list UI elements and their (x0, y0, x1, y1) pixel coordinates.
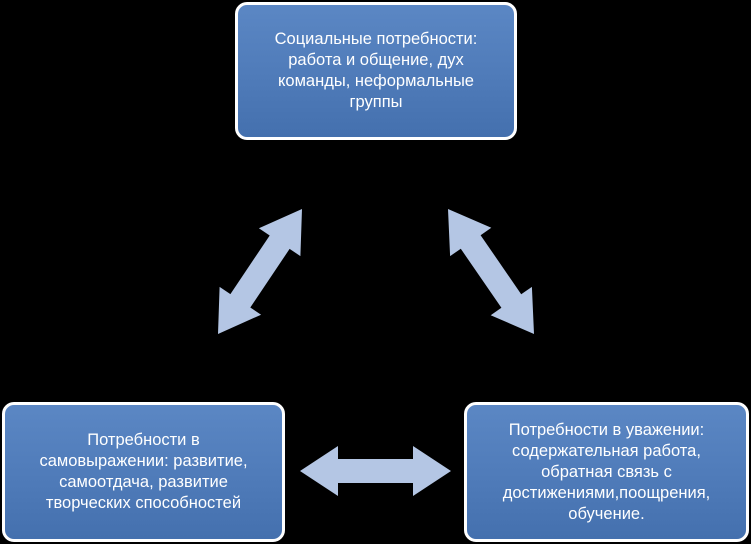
node-self-expression-needs-text: Потребности в самовыражении: развитие, с… (39, 431, 248, 512)
node-self-expression-needs: Потребности в самовыражении: развитие, с… (2, 402, 285, 542)
double-arrow-social-esteem (448, 209, 534, 334)
node-social-needs: Социальные потребности: работа и общение… (235, 2, 517, 140)
double-arrow-social-selfexpression (218, 209, 302, 334)
node-esteem-needs: Потребности в уважении: содержательная р… (464, 402, 749, 542)
node-social-needs-text: Социальные потребности: работа и общение… (274, 30, 478, 111)
double-arrow-selfexpression-esteem (300, 446, 451, 496)
node-esteem-needs-text: Потребности в уважении: содержательная р… (502, 420, 711, 523)
